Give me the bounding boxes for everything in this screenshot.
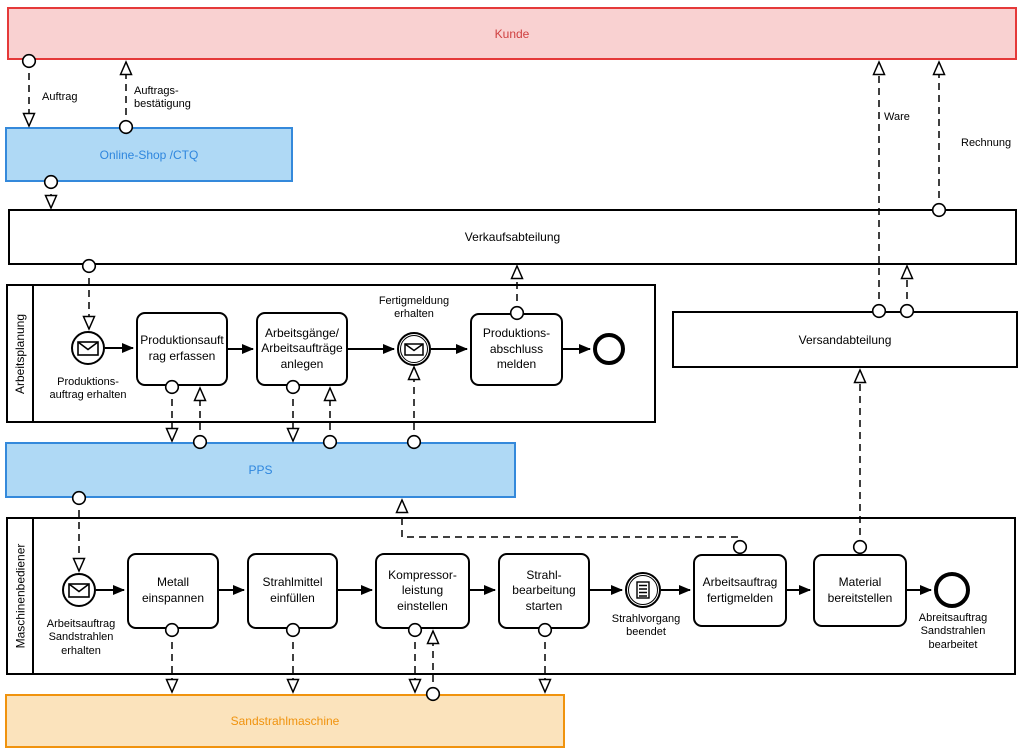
pool-sandstrahl-label: Sandstrahlmaschine [230,714,340,728]
pool-verkauf-label: Verkaufsabteilung [464,230,561,244]
catch-event-label: Fertigmeldung erhalten [378,295,450,321]
task-label: Kompressor- leistung einstellen [388,567,457,613]
task-arbeitsgaenge-anlegen[interactable]: Arbeitsgänge/ Arbeitsaufträge anlegen [256,312,348,386]
task-label: Metall einspannen [141,575,205,605]
pool-kunde-label: Kunde [494,26,530,41]
task-label: Strahlmittel einfüllen [262,575,323,605]
catch-event-fertigmeldung[interactable] [397,332,431,366]
end-event-maschinenbediener[interactable] [934,572,970,608]
task-metall-einspannen[interactable]: Metall einspannen [127,553,219,629]
pool-pps-label: PPS [248,463,273,477]
message-icon [68,582,90,598]
pool-pps[interactable]: PPS [5,442,516,498]
flow-label-ware: Ware [884,111,910,123]
flow-label-rechnung: Rechnung [961,137,1012,149]
machine-start-label: Arbeitsauftrag Sandstrahlen erhalten [46,618,116,657]
task-label: Arbeitsauftrag fertigmelden [702,574,778,605]
pool-versandabteilung[interactable]: Versandabteilung [672,311,1018,368]
start-event-label: Produktions- auftrag erhalten [49,376,127,402]
task-label: Arbeitsgänge/ Arbeitsaufträge anlegen [261,325,343,371]
task-label: Produktionsauft rag erfassen [140,333,224,363]
conditional-icon [636,581,650,599]
pool-online-shop[interactable]: Online-Shop /CTQ [5,127,293,182]
pool-online-shop-label: Online-Shop /CTQ [99,147,199,162]
conditional-event-strahlvorgang[interactable] [625,572,661,608]
task-strahlmittel-einfuellen[interactable]: Strahlmittel einfüllen [247,553,338,629]
message-icon [404,342,424,356]
lane-maschinenbediener-header: Maschinenbediener [8,519,34,673]
task-label: Material bereitstellen [827,574,893,605]
lane-maschinenbediener-label: Maschinenbediener [13,543,27,649]
start-event-produktionsauftrag[interactable] [71,331,105,365]
flow-label-auftrag: Auftrag [42,91,78,103]
conditional-event-label: Strahlvorgang beendet [611,613,681,639]
task-label: Produktions- abschluss melden [482,326,551,372]
task-produktionsabschluss-melden[interactable]: Produktions- abschluss melden [470,313,563,386]
machine-end-label: Abreitsauftrag Sandstrahlen bearbeitet [918,612,988,651]
start-event-arbeitsauftrag[interactable] [62,573,96,607]
pool-versand-label: Versandabteilung [798,332,892,347]
lane-arbeitsplanung-header: Arbeitsplanung [8,286,34,421]
task-label: Strahl- bearbeitung starten [512,567,576,613]
pool-verkaufsabteilung[interactable]: Verkaufsabteilung [8,209,1017,265]
pool-sandstrahlmaschine[interactable]: Sandstrahlmaschine [5,694,565,748]
end-event-arbeitsplanung[interactable] [593,333,625,365]
flow-label-auftragsbestaetigung: Auftrags- bestätigung [134,85,191,111]
task-strahlbearbeitung-starten[interactable]: Strahl- bearbeitung starten [498,553,590,629]
message-icon [77,340,99,356]
task-arbeitsauftrag-fertigmelden[interactable]: Arbeitsauftrag fertigmelden [693,554,787,627]
task-kompressorleistung-einstellen[interactable]: Kompressor- leistung einstellen [375,553,470,629]
task-produktionsauftrag-erfassen[interactable]: Produktionsauft rag erfassen [136,312,228,386]
lane-arbeitsplanung-label: Arbeitsplanung [13,313,27,394]
task-material-bereitstellen[interactable]: Material bereitstellen [813,554,907,627]
pool-kunde[interactable]: Kunde [7,7,1017,60]
